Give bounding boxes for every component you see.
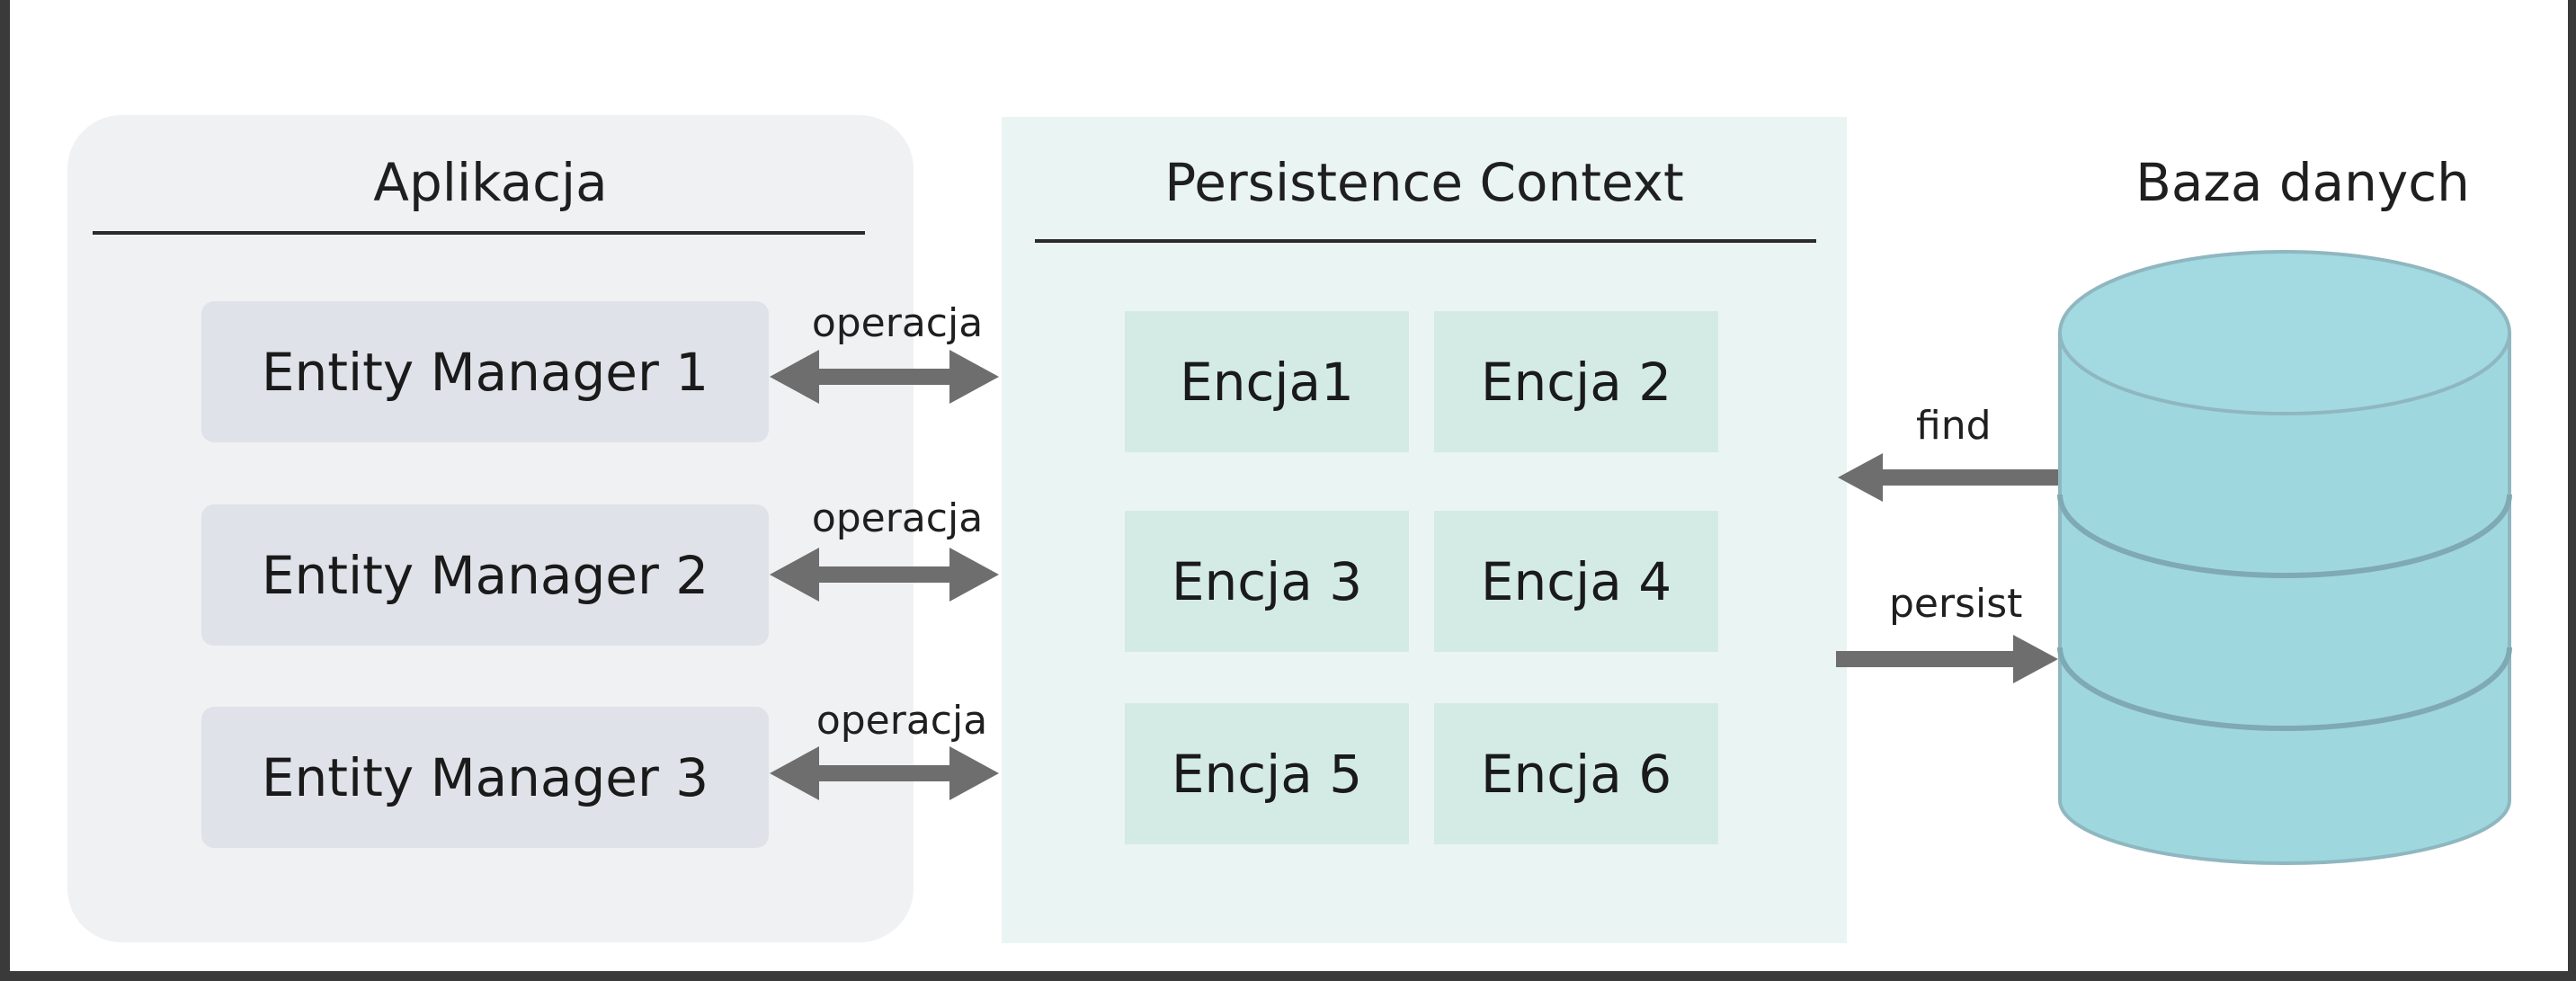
double-arrow-icon bbox=[770, 746, 999, 800]
entity-5[interactable]: Encja 5 bbox=[1125, 703, 1409, 844]
operation-label-2: operacja bbox=[811, 495, 984, 541]
operation-label-3: operacja bbox=[816, 698, 988, 744]
entity-6[interactable]: Encja 6 bbox=[1434, 703, 1718, 844]
double-arrow-icon bbox=[770, 548, 999, 602]
entity-3[interactable]: Encja 3 bbox=[1125, 511, 1409, 652]
left-arrow-icon bbox=[1838, 453, 2069, 502]
entity-2[interactable]: Encja 2 bbox=[1434, 311, 1718, 452]
application-title: Aplikacja bbox=[373, 152, 608, 213]
entity-4[interactable]: Encja 4 bbox=[1434, 511, 1718, 652]
database-title: Baza danych bbox=[2135, 152, 2470, 213]
diagram-canvas: Aplikacja Entity Manager 1 Entity Manage… bbox=[10, 0, 2568, 971]
entity-manager-2[interactable]: Entity Manager 2 bbox=[201, 504, 769, 646]
database-cylinder-icon bbox=[2057, 250, 2512, 865]
connectors-layer bbox=[770, 250, 2512, 865]
double-arrow-icon bbox=[770, 350, 999, 404]
persist-label: persist bbox=[1889, 581, 2023, 627]
persistence-context-title-rule bbox=[1035, 239, 1816, 243]
entity-1[interactable]: Encja1 bbox=[1125, 311, 1409, 452]
application-title-rule bbox=[93, 231, 865, 235]
right-arrow-icon bbox=[1836, 635, 2058, 683]
operation-label-1: operacja bbox=[811, 300, 984, 346]
entity-manager-1[interactable]: Entity Manager 1 bbox=[201, 301, 769, 442]
persistence-context-title: Persistence Context bbox=[1164, 152, 1684, 213]
find-label: find bbox=[1916, 403, 1992, 449]
entity-manager-3[interactable]: Entity Manager 3 bbox=[201, 707, 769, 848]
